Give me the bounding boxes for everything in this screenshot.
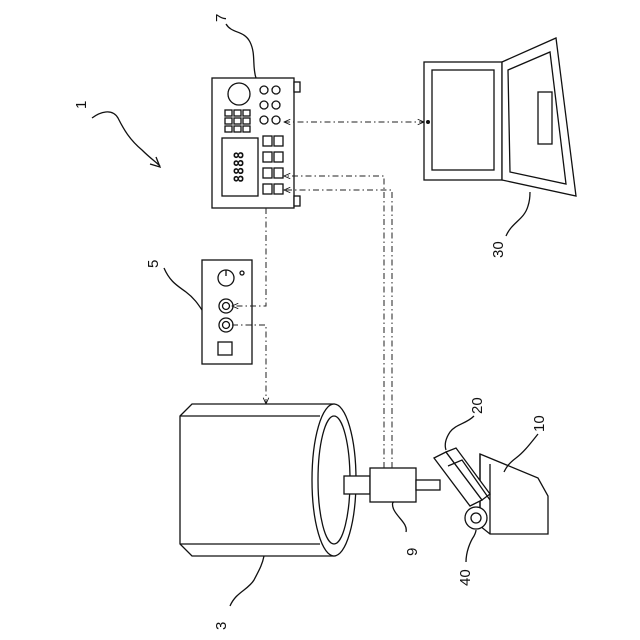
controller-knob	[272, 101, 280, 109]
sensor-shaft	[416, 480, 440, 490]
electromagnet-device: 3	[180, 404, 356, 630]
computer-screen	[432, 70, 494, 170]
computer-camera-dot	[426, 120, 430, 124]
system-number-label: 1	[73, 101, 90, 109]
controller-knob	[260, 101, 268, 109]
power-supply-switch	[218, 342, 232, 355]
sensor-leader-line	[393, 502, 407, 532]
power-supply-leader-line	[164, 268, 202, 310]
power-supply: 5	[145, 260, 252, 364]
controller-display-digits: 8888	[233, 151, 248, 182]
controller: 8888 7	[212, 14, 300, 208]
controller-knob	[260, 116, 268, 124]
system-leader-line	[92, 112, 160, 166]
sensor-unit: 9	[344, 468, 440, 556]
system-reference: 1	[73, 101, 160, 167]
controller-main-knob	[228, 83, 250, 105]
controller-foot-top	[294, 82, 300, 92]
roller-axle	[471, 513, 481, 523]
electromagnet-number-label: 3	[213, 622, 230, 630]
power-supply-number-label: 5	[145, 260, 162, 268]
holder-leader-line	[445, 416, 474, 450]
holder-number-label: 20	[469, 397, 486, 414]
computer-number-label: 30	[490, 241, 507, 258]
computer-leader-line	[506, 192, 530, 236]
power-supply-led	[240, 271, 244, 275]
table-number-label: 10	[531, 415, 548, 432]
controller-keypad	[225, 110, 250, 132]
roller-leader-line	[466, 530, 476, 562]
roller-number-label: 40	[457, 569, 474, 586]
sensor-number-label: 9	[404, 548, 421, 556]
electromagnet-leader-line	[230, 556, 264, 606]
computer: 30	[424, 38, 576, 258]
computer-touchpad	[538, 92, 552, 144]
specimen-assembly: 10 20 40	[434, 397, 548, 586]
controller-knob	[272, 86, 280, 94]
controller-number-label: 7	[213, 14, 230, 22]
controller-knob	[272, 116, 280, 124]
controller-foot-bottom	[294, 196, 300, 206]
electromagnet-housing	[180, 404, 334, 556]
sensor-front-coupler	[344, 476, 370, 494]
sensor-body	[370, 468, 416, 502]
controller-knob	[260, 86, 268, 94]
controller-leader-line	[226, 24, 256, 78]
